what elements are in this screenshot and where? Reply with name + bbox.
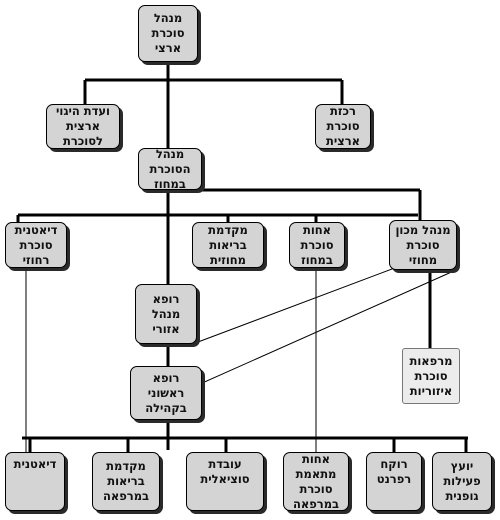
node-national-coordinator: רכזת סוכרת ארצית [315, 104, 371, 149]
node-pharmacist: רוקח רפרנט [366, 452, 422, 511]
node-national-committee: ועדת היגוי ארצית לסוכרת [46, 104, 120, 149]
node-district-institute-manager: מנהל מכון סוכרת מחוזי [389, 220, 457, 270]
node-clinic-dietitian: דיאטנית [5, 452, 65, 511]
node-national-manager: מנהל סוכרת ארצי [138, 5, 198, 62]
node-activity-advisor: יועץ פעילות גופנית [432, 452, 492, 511]
node-district-manager: מנהל הסוכרת במחוז [138, 147, 202, 191]
node-primary-physician: רופא ראשוני בקהילה [130, 366, 202, 420]
node-clinic-health-promoter: מקדמת בריאות במרפאה [92, 452, 160, 511]
node-district-dietitian: דיאטנית סוכרת רחוזי [5, 222, 67, 268]
connector-institute-to-primary [199, 269, 457, 385]
node-district-health-promoter: מקדמת בריאות מחוזית [192, 222, 264, 268]
node-regional-physician: רופא מנהל אזורי [135, 284, 197, 344]
node-coordinating-nurse: אחות מתאמת סוכרת במרפאה [283, 452, 349, 511]
node-regional-clinics: מרפאות סוכרת איזוריות [402, 348, 460, 404]
node-district-nurse: אחות סוכרת במחוז [289, 222, 345, 268]
connector-institute-to-regional [197, 265, 401, 343]
node-social-worker: עובדת סוציאלית [186, 452, 264, 511]
